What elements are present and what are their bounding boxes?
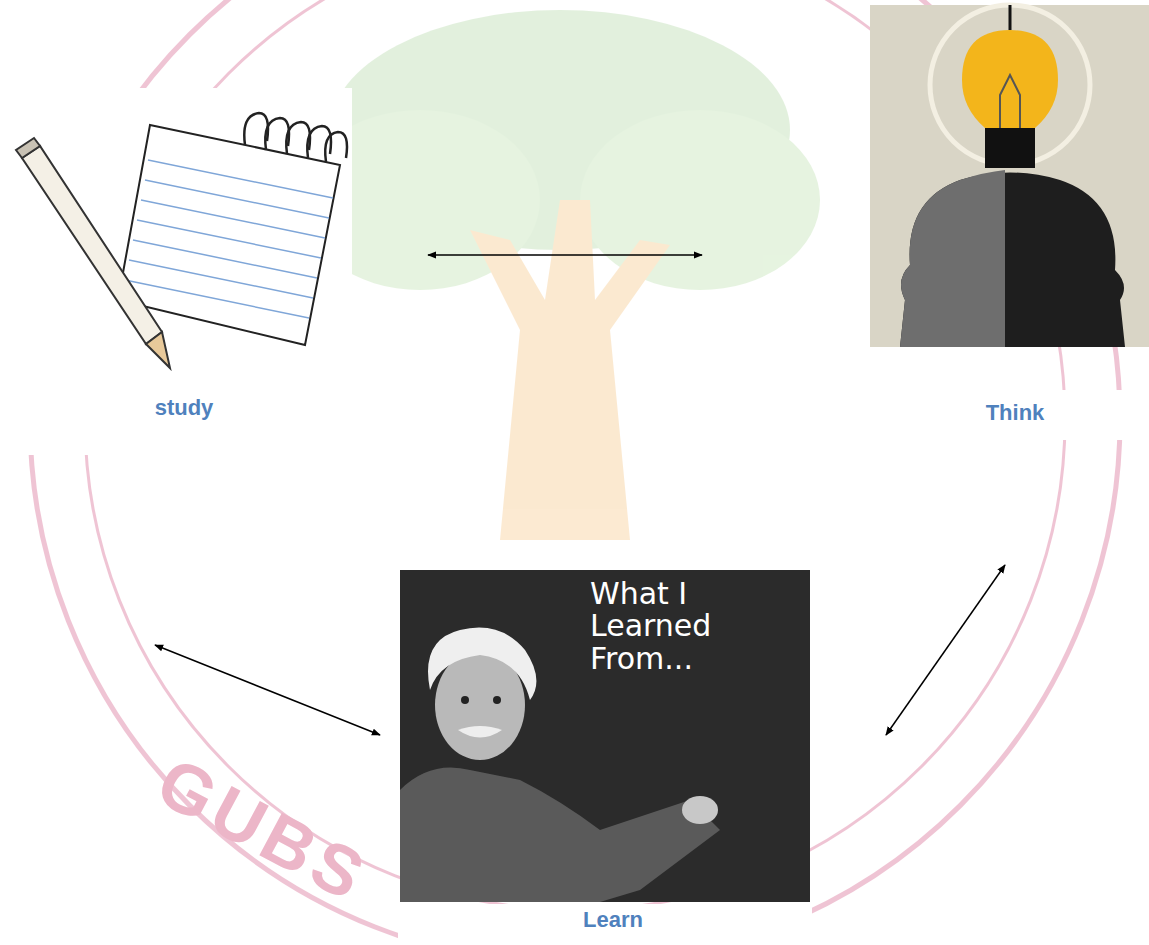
caption-row: Think — [865, 400, 1149, 426]
double-arrow — [155, 645, 380, 735]
caption-row: study — [0, 395, 368, 421]
caption-ground — [0, 392, 352, 455]
node-caption: Think — [986, 400, 1045, 425]
pencil-picture — [16, 138, 170, 368]
chalk-writing: What I Learned From... — [590, 578, 740, 675]
caption-ground — [398, 904, 812, 945]
node-caption: Learn — [583, 907, 643, 932]
chalkboard-picture — [400, 570, 810, 902]
notepad-picture — [118, 113, 347, 345]
picture-node: study — [0, 88, 368, 455]
picture-ground — [870, 5, 1149, 347]
picture-ground — [0, 88, 352, 455]
caption-row: Learn — [398, 907, 828, 933]
double-arrow — [886, 565, 1005, 735]
watermark-seal — [30, 0, 1120, 945]
watermark-text: GUBS — [144, 742, 381, 919]
picture-node: Think — [865, 5, 1149, 440]
double-arrow — [428, 254, 702, 256]
lightbulb-picture — [930, 5, 1090, 168]
watermark-tree — [300, 10, 820, 540]
head-picture — [900, 170, 1125, 347]
node-caption: study — [155, 395, 214, 420]
caption-ground — [868, 390, 1149, 440]
